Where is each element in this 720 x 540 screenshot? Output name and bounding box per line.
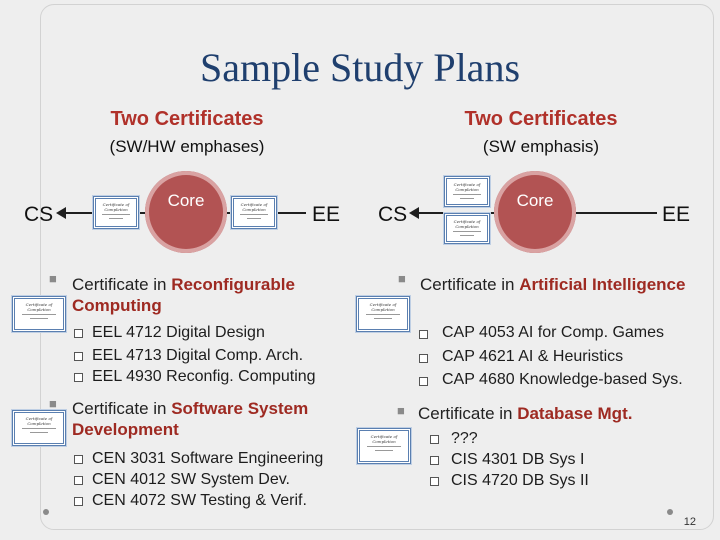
bullet-icon: ■	[397, 403, 405, 418]
left-cert-2-title: Certificate in Software System Developme…	[72, 399, 309, 439]
right-core-label: Core	[516, 191, 554, 210]
checkbox-bullet-icon	[430, 456, 439, 465]
right-ee-label: EE	[662, 203, 691, 226]
certificate-icon: Certificate of Completion	[93, 196, 139, 229]
course-item: CAP 4621 AI & Heuristics	[442, 348, 624, 365]
checkbox-bullet-icon	[74, 497, 83, 506]
course-item: EEL 4712 Digital Design	[92, 324, 265, 341]
left-subheading: (SW/HW emphases)	[109, 137, 265, 156]
page-number: 12	[683, 516, 696, 528]
arrow-head-icon	[56, 207, 66, 219]
bullet-icon: ■	[398, 271, 406, 286]
bullet-icon: ■	[49, 271, 57, 286]
left-core-circle: Core	[145, 171, 227, 253]
checkbox-bullet-icon	[419, 354, 428, 363]
decor-dot-icon	[667, 509, 673, 515]
left-heading: Two Certificates	[110, 108, 264, 130]
checkbox-bullet-icon	[74, 373, 83, 382]
checkbox-bullet-icon	[419, 330, 428, 339]
course-item: EEL 4713 Digital Comp. Arch.	[92, 347, 304, 364]
course-item: ???	[451, 430, 478, 447]
left-cert-1-title: Certificate in Reconfigurable Computing	[72, 275, 295, 315]
certificate-icon: Certificate of Completion	[12, 296, 66, 332]
right-cert-2-title: Certificate in Database Mgt.	[418, 404, 633, 423]
right-core-circle: Core	[494, 171, 576, 253]
bullet-icon: ■	[49, 396, 57, 411]
checkbox-bullet-icon	[74, 476, 83, 485]
left-core-label: Core	[167, 191, 205, 210]
course-item: CAP 4053 AI for Comp. Games	[442, 324, 665, 341]
left-ee-label: EE	[312, 203, 341, 226]
course-item: CIS 4301 DB Sys I	[451, 451, 585, 468]
checkbox-bullet-icon	[419, 377, 428, 386]
course-item: CEN 3031 Software Engineering	[92, 450, 324, 467]
right-cert-1-title: Certificate in Artificial Intelligence	[420, 275, 686, 294]
right-subheading: (SW emphasis)	[482, 137, 600, 156]
checkbox-bullet-icon	[74, 329, 83, 338]
certificate-icon: Certificate of Completion	[231, 196, 277, 229]
left-cs-label: CS	[24, 203, 54, 226]
right-heading: Two Certificates	[464, 108, 618, 130]
certificate-icon: Certificate of Completion	[444, 176, 490, 207]
certificate-icon: Certificate of Completion	[357, 428, 411, 464]
right-cs-label: CS	[378, 203, 408, 226]
checkbox-bullet-icon	[430, 435, 439, 444]
slide-title: Sample Study Plans	[199, 45, 521, 90]
checkbox-bullet-icon	[74, 455, 83, 464]
decor-dot-icon	[43, 509, 49, 515]
slide-frame	[40, 4, 714, 530]
course-item: CAP 4680 Knowledge-based Sys.	[442, 371, 683, 388]
course-item: CEN 4012 SW System Dev.	[92, 471, 290, 488]
checkbox-bullet-icon	[74, 352, 83, 361]
arrow-head-icon	[409, 207, 419, 219]
certificate-icon: Certificate of Completion	[12, 410, 66, 446]
certificate-icon: Certificate of Completion	[444, 213, 490, 244]
course-item: CIS 4720 DB Sys II	[451, 472, 589, 489]
checkbox-bullet-icon	[430, 477, 439, 486]
certificate-icon: Certificate of Completion	[356, 296, 410, 332]
course-item: EEL 4930 Reconfig. Computing	[92, 368, 316, 385]
course-item: CEN 4072 SW Testing & Verif.	[92, 492, 307, 509]
